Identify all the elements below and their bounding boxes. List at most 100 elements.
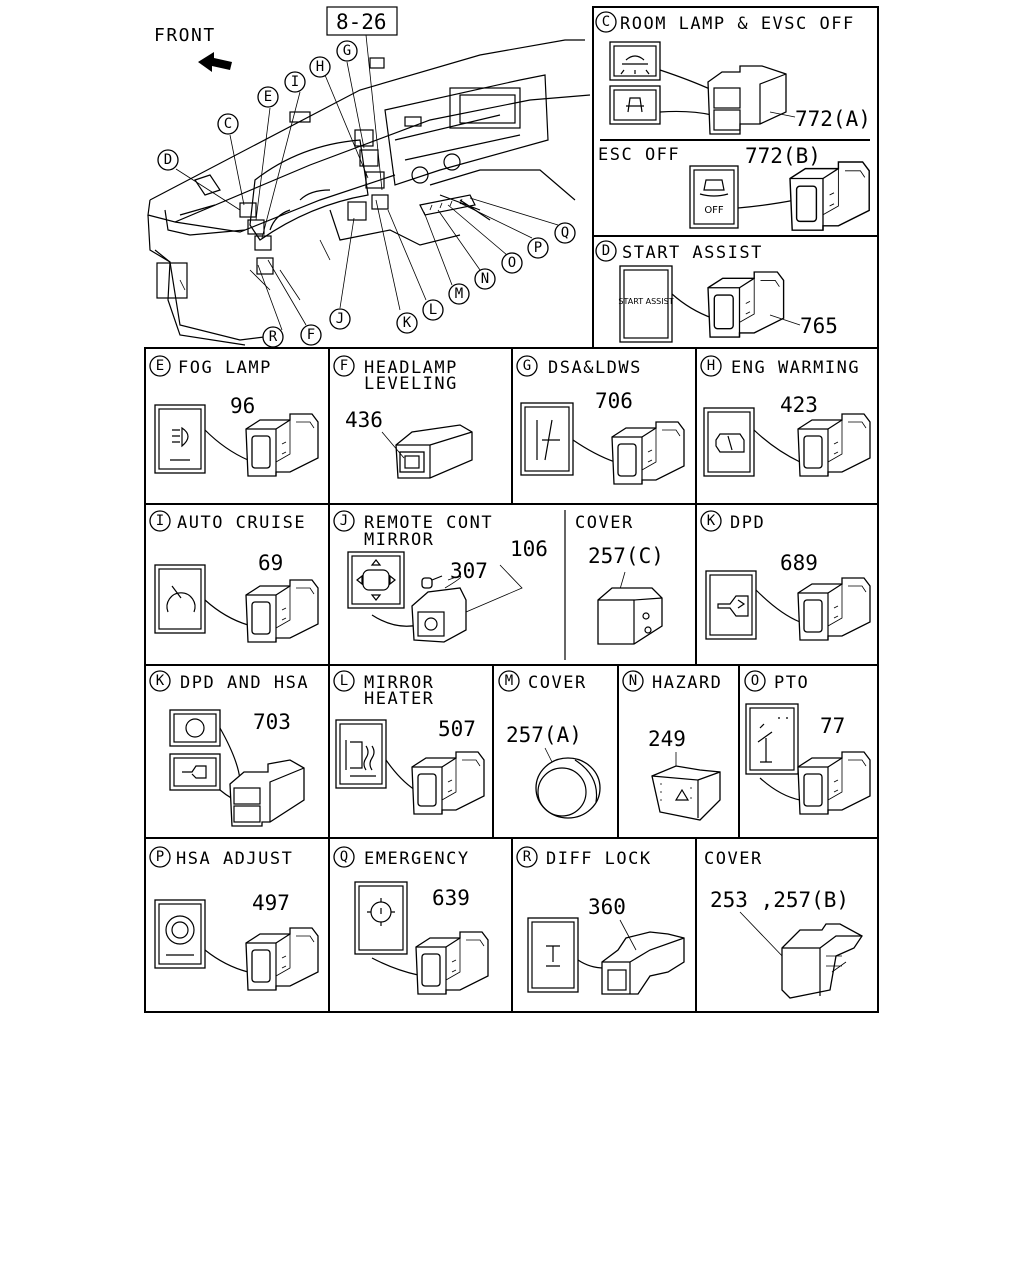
panel-title-line2: LEVELING (364, 374, 458, 394)
svg-text:O: O (751, 673, 759, 689)
room-lamp-icon (620, 55, 650, 75)
part-number: 423 (780, 393, 818, 417)
panel-title: COVER (704, 849, 763, 869)
part-number: 69 (258, 551, 283, 575)
panel-esc-off: ESC OFF OFF 772(B) (598, 144, 870, 231)
panel-title: PTO (774, 673, 809, 693)
svg-text:M: M (455, 286, 463, 302)
lane-icon (536, 419, 560, 461)
part-number: 639 (432, 886, 470, 910)
front-arrow-icon (198, 52, 232, 72)
svg-text:I: I (291, 74, 299, 90)
svg-text:G: G (523, 358, 531, 374)
hsa-icon (185, 718, 205, 738)
cruise-icon (166, 585, 196, 613)
hsa-adjust-icon (165, 915, 195, 945)
panel-letter-p: P (149, 846, 171, 868)
svg-text:M: M (505, 673, 513, 689)
panel-title: HSA ADJUST (176, 849, 293, 869)
panel-title: COVER (575, 513, 634, 533)
panel-title: ENG WARMING (731, 358, 860, 378)
part-number: 689 (780, 551, 818, 575)
panel-letter-k2: K (149, 670, 171, 692)
part-number: 257(C) (588, 544, 664, 568)
mirror-pad-icon (362, 569, 390, 591)
esc-icon-label: OFF (704, 205, 724, 216)
panel-cover-c: COVER 257(C) (575, 513, 664, 645)
svg-text:E: E (264, 89, 272, 105)
diff-lock-icon (546, 945, 560, 967)
panel-hazard: N HAZARD 249 (622, 670, 721, 821)
dpd-icon (717, 595, 749, 617)
callout-m: M (448, 283, 470, 305)
svg-text:Q: Q (340, 849, 348, 865)
panel-eng-warming: H ENG WARMING 423 (700, 355, 871, 477)
part-number: 253 ,257(B) (710, 888, 849, 912)
svg-text:D: D (602, 243, 610, 259)
panel-title: DPD (730, 513, 765, 533)
panel-room-lamp: C ROOM LAMP & EVSC OFF 772(A) (595, 11, 871, 135)
svg-text:I: I (156, 513, 164, 529)
panel-title: DIFF LOCK (546, 849, 652, 869)
panel-letter-d: D (595, 240, 617, 262)
panel-title: REMOTE CONT (364, 513, 493, 533)
panel-letter-e: E (149, 355, 171, 377)
part-number: 772(B) (745, 144, 821, 168)
svg-text:K: K (707, 513, 716, 529)
panel-start-assist: D START ASSIST START ASSIST 765 (595, 240, 838, 343)
svg-text:L: L (429, 302, 437, 318)
part-number: 257(A) (506, 723, 582, 747)
svg-text:L: L (340, 673, 348, 689)
panel-headlamp-leveling: F HEADLAMP LEVELING 436 (333, 355, 473, 479)
part-number: 507 (438, 717, 476, 741)
callout-h: H (309, 56, 331, 78)
part-number: 96 (230, 394, 255, 418)
svg-text:K: K (156, 673, 165, 689)
panel-letter-o: O (744, 670, 766, 692)
svg-text:H: H (316, 59, 324, 75)
panel-title: START ASSIST (622, 243, 763, 263)
svg-text:P: P (534, 240, 542, 256)
panel-letter-q: Q (333, 846, 355, 868)
panel-letter-h: H (700, 355, 722, 377)
panel-hsa-adjust: P HSA ADJUST 497 (149, 846, 319, 991)
callout-k: K (396, 312, 418, 334)
panel-letter-m: M (498, 670, 520, 692)
esc-car-icon (699, 179, 729, 197)
svg-text:N: N (481, 271, 489, 287)
svg-text:G: G (343, 43, 351, 59)
pto-icon (757, 717, 788, 763)
reference-label: 8-26 (336, 10, 387, 34)
part-number: 360 (588, 895, 626, 919)
callout-l: L (422, 299, 444, 321)
frame (144, 6, 879, 1013)
start-assist-icon-label: START ASSIST (618, 297, 673, 306)
panel-remote-mirror: J REMOTE CONT MIRROR 307 106 (333, 510, 548, 643)
svg-text:H: H (707, 358, 715, 374)
panel-title: ROOM LAMP & EVSC OFF (620, 14, 855, 34)
panel-letter-c: C (595, 11, 617, 33)
panel-title: FOG LAMP (178, 358, 272, 378)
part-number: 77 (820, 714, 845, 738)
mirror-heater-icon (345, 740, 376, 777)
svg-text:Q: Q (561, 225, 569, 241)
callout-j: J (329, 308, 351, 330)
callout-r: R (262, 326, 284, 348)
svg-text:N: N (629, 673, 637, 689)
panel-letter-f: F (333, 355, 355, 377)
svg-text:F: F (340, 358, 348, 374)
panel-emergency: Q EMERGENCY 639 (333, 846, 489, 995)
part-number: 772(A) (795, 107, 871, 131)
panel-letter-n: N (622, 670, 644, 692)
panel-dpd-hsa: K DPD AND HSA 703 (149, 670, 308, 827)
part-number: 307 (450, 559, 488, 583)
dashboard-overview: 8-26 FRONT (147, 6, 591, 348)
dpd-small-icon (182, 765, 207, 779)
part-number: 765 (800, 314, 838, 338)
part-number: 436 (345, 408, 383, 432)
callout-q: Q (554, 222, 576, 244)
panel-letter-k: K (700, 510, 722, 532)
panel-cover-a: M COVER 257(A) (498, 670, 601, 819)
part-number-2: 106 (510, 537, 548, 561)
panel-cover-b: COVER 253 ,257(B) (704, 849, 863, 999)
